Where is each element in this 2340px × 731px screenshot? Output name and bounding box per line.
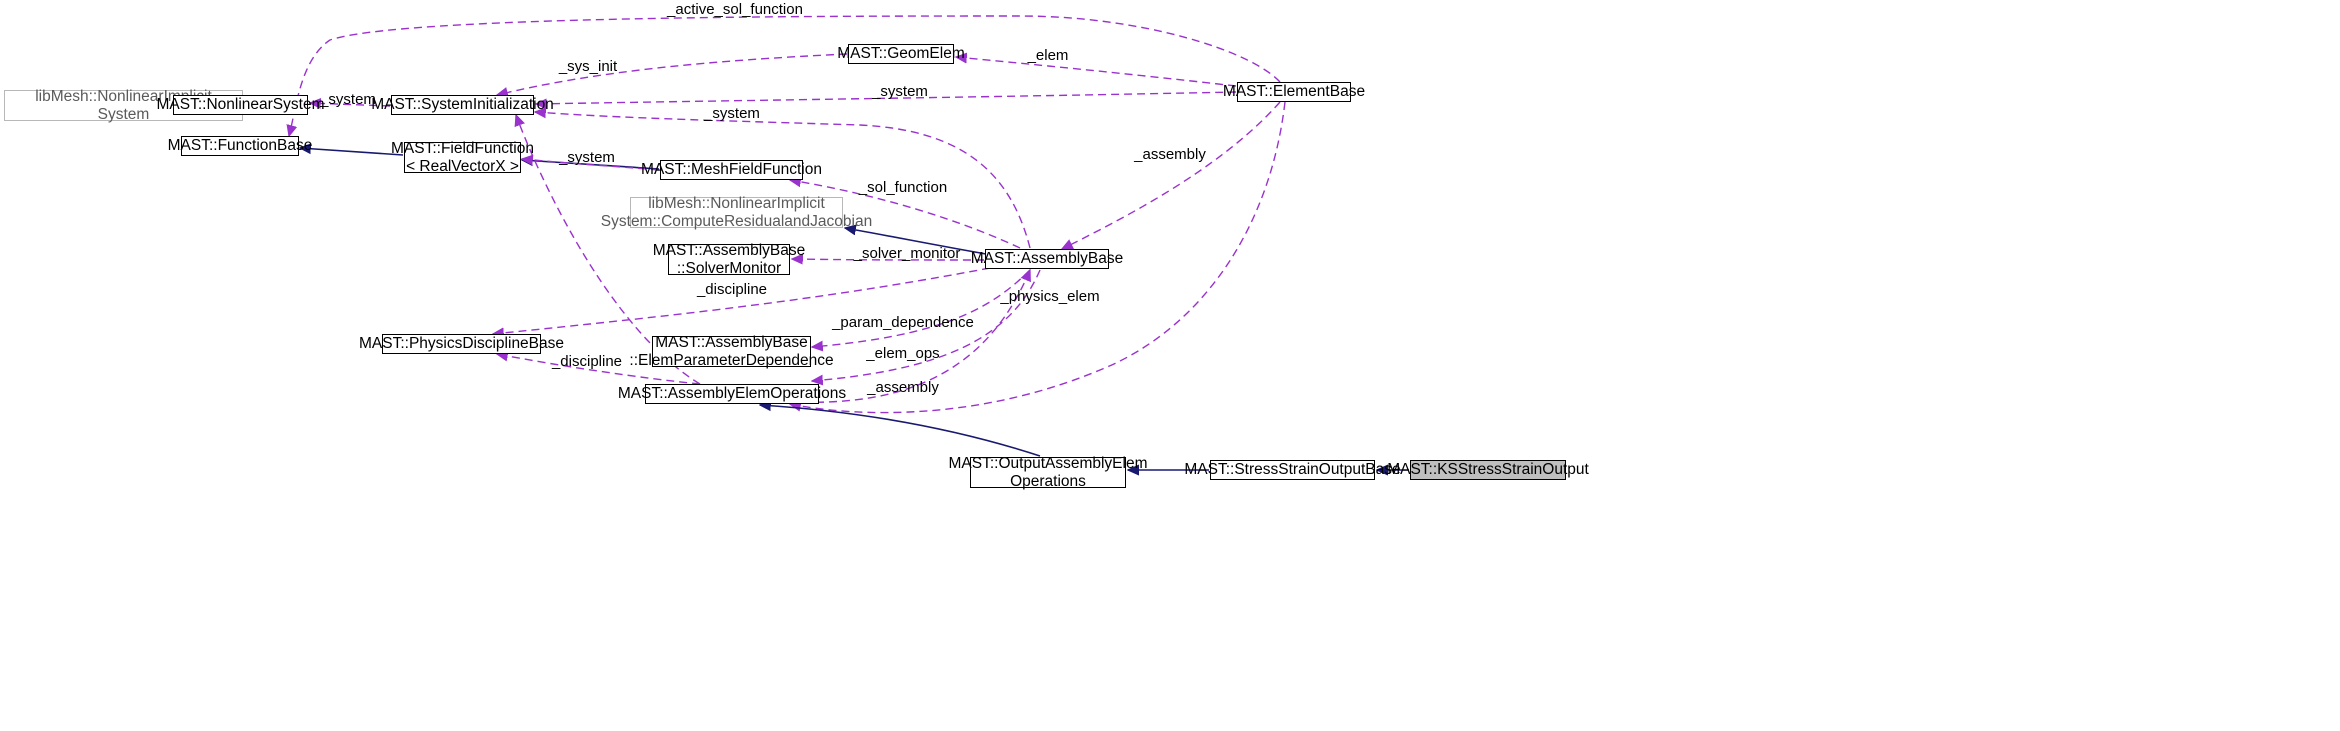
class-node-label: MAST::FieldFunction	[391, 139, 534, 157]
edge-usage-element-base-to-function-base	[289, 15, 1281, 136]
edge-inheritance-assembly-base-to-compute-residual	[845, 228, 987, 255]
edge-usage-element-base-to-geom-elem	[956, 57, 1237, 87]
edge-label-param-dependence: _param_dependence	[831, 314, 974, 331]
edge-usage-assembly-base-to-elem-parameter-dependence	[812, 269, 1031, 347]
class-node-function-base[interactable]: MAST::FunctionBase	[168, 136, 312, 156]
class-node-label: MAST::AssemblyBase	[970, 250, 1124, 267]
edge-usage-assembly-base-to-assembly-elem-operations	[812, 269, 1041, 381]
class-node-label: MAST::OutputAssemblyElem	[948, 454, 1148, 472]
class-node-element-base[interactable]: MAST::ElementBase	[1223, 82, 1365, 102]
class-node-label: MAST::AssemblyElemOperations	[617, 385, 847, 402]
class-node-solver-monitor[interactable]: MAST::AssemblyBase::SolverMonitor	[653, 242, 805, 277]
edge-label-sys-init: _sys_init	[558, 58, 618, 75]
edge-label-elem: _elem	[1027, 47, 1069, 64]
class-node-label: MAST::GeomElem	[837, 45, 965, 62]
edge-label-active-sol-function: _active_sol_function	[666, 1, 803, 18]
class-node-label: MAST::FunctionBase	[167, 137, 313, 154]
class-node-label: MAST::SystemInitialization	[371, 96, 554, 113]
edge-usage-assembly-base-to-mesh-field-function	[790, 180, 1021, 249]
class-node-label: System	[97, 105, 150, 123]
edge-usage-assembly-base-to-physics-discipline-base	[493, 267, 991, 334]
edge-label-physics-elem: _physics_elem	[999, 288, 1099, 305]
edge-usage-element-base-to-assembly-base	[1062, 101, 1281, 249]
edge-label-elem-ops: _elem_ops	[865, 345, 939, 362]
edge-label-discipline: _discipline	[551, 353, 622, 370]
edge-label-system: _system	[558, 149, 615, 166]
edge-label-system: _system	[871, 83, 928, 100]
class-node-nonlinear-system[interactable]: MAST::NonlinearSystem	[157, 95, 325, 115]
class-node-label: libMesh::NonlinearImplicit	[35, 87, 212, 105]
edge-label-system: _system	[319, 91, 376, 108]
class-node-stress-strain-output-base[interactable]: MAST::StressStrainOutputBase	[1184, 460, 1401, 480]
class-node-ks-stress-strain-output[interactable]: MAST::KSStressStrainOutput	[1387, 460, 1589, 480]
class-node-label: MAST::StressStrainOutputBase	[1184, 461, 1401, 478]
class-node-label: MAST::MeshFieldFunction	[641, 161, 822, 178]
class-node-label: MAST::AssemblyBase	[652, 241, 806, 259]
edge-label-assembly: _assembly	[866, 379, 939, 396]
edge-inheritance-field-function-to-function-base	[300, 148, 404, 156]
edge-label-sol-function: _sol_function	[858, 179, 947, 196]
edge-usage-geom-elem-to-system-initialization	[497, 53, 848, 95]
class-node-label: MAST::PhysicsDisciplineBase	[359, 335, 565, 352]
class-node-elem-parameter-dependence[interactable]: MAST::AssemblyBase::ElemParameterDepende…	[629, 334, 833, 369]
class-node-label: System::ComputeResidualandJacobian	[600, 212, 873, 230]
class-node-assembly-base[interactable]: MAST::AssemblyBase	[971, 249, 1123, 269]
class-node-mesh-field-function[interactable]: MAST::MeshFieldFunction	[641, 160, 822, 180]
edge-label-system: _system	[703, 105, 760, 122]
edge-label-discipline: _discipline	[696, 281, 767, 298]
class-node-system-initialization[interactable]: MAST::SystemInitialization	[371, 95, 554, 115]
edge-usage-mesh-field-function-to-system-initialization	[522, 159, 660, 171]
edge-usage-element-base-to-assembly-elem-operations	[790, 101, 1286, 414]
class-node-label: MAST::KSStressStrainOutput	[1387, 461, 1589, 478]
class-node-label: MAST::ElementBase	[1222, 83, 1366, 100]
edge-label-assembly: _assembly	[1133, 146, 1206, 163]
class-node-label: MAST::NonlinearSystem	[156, 96, 325, 113]
class-node-assembly-elem-operations[interactable]: MAST::AssemblyElemOperations	[618, 384, 846, 404]
edge-usage-assembly-base-to-solver-monitor	[792, 259, 985, 260]
class-node-label: Operations	[1010, 472, 1086, 490]
edge-usage-assembly-elem-operations-to-assembly-base	[789, 270, 1030, 404]
class-node-geom-elem[interactable]: MAST::GeomElem	[837, 44, 965, 64]
class-node-label: MAST::AssemblyBase	[655, 333, 808, 351]
edge-inheritance-output-assembly-elem-operations-to-assembly-elem-operations	[760, 405, 1041, 457]
class-node-label: ::ElemParameterDependence	[629, 351, 834, 369]
edge-usage-assembly-base-to-system-initialization	[535, 112, 1031, 249]
edge-usage-element-base-to-system-initialization	[536, 91, 1237, 104]
class-node-label: libMesh::NonlinearImplicit	[648, 194, 825, 212]
class-node-label: < RealVectorX >	[406, 157, 519, 175]
edge-label-solver-monitor: _solver_monitor	[853, 245, 961, 262]
class-node-physics-discipline-base[interactable]: MAST::PhysicsDisciplineBase	[359, 334, 564, 354]
class-node-label: ::SolverMonitor	[676, 259, 782, 277]
edge-usage-system-initialization-to-nonlinear-system	[310, 103, 391, 106]
class-node-field-function[interactable]: MAST::FieldFunction< RealVectorX >	[391, 140, 534, 175]
